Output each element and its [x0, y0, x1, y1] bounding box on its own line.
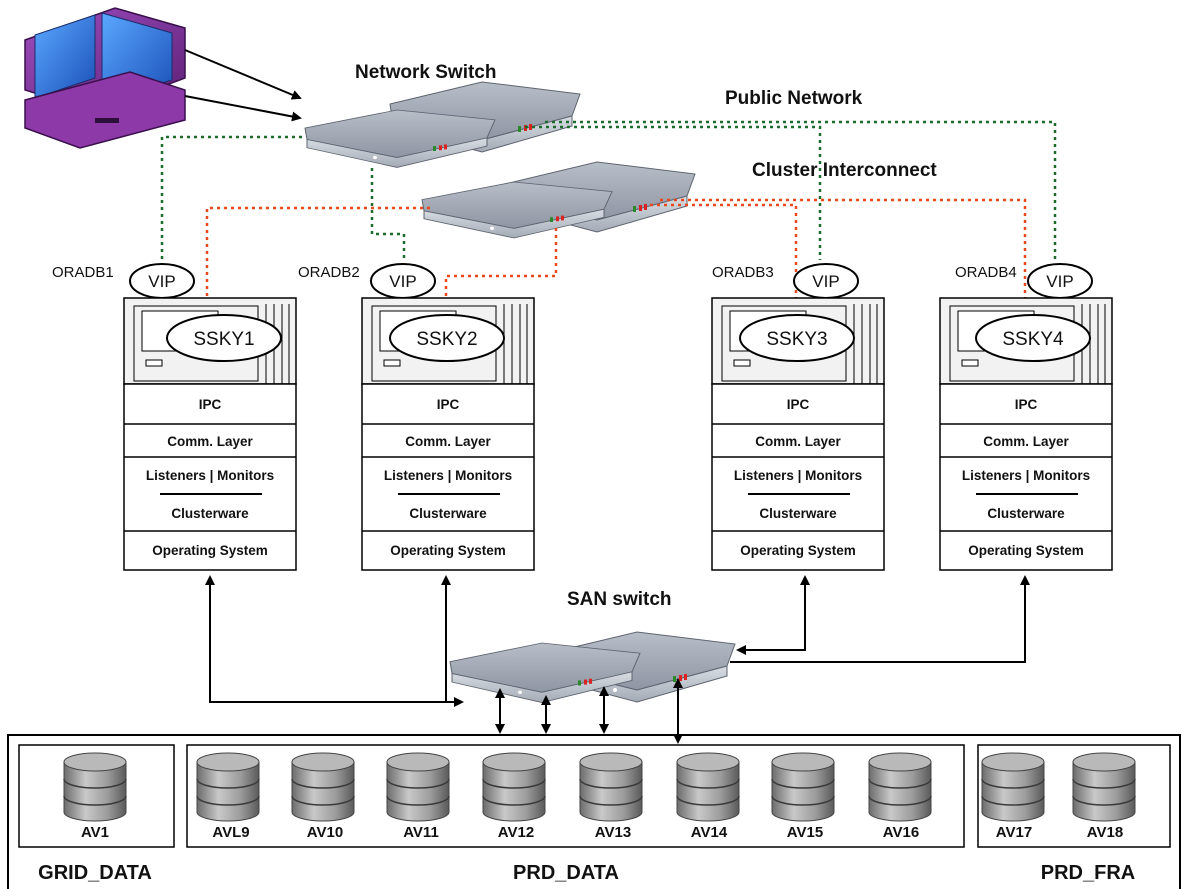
disk-icon [196, 752, 260, 822]
layer-comm: Comm. Layer [755, 434, 841, 449]
disk-label: AVL9 [212, 824, 249, 841]
disk-label: AV11 [403, 824, 439, 841]
node-stack [939, 383, 1113, 571]
workstation-link-2 [184, 95, 302, 122]
disk-label: AV10 [307, 824, 343, 841]
host-badge [389, 314, 505, 362]
vip-label: VIP [148, 272, 175, 291]
disk-label: AV13 [595, 824, 631, 841]
layer-clusterware: Clusterware [987, 506, 1065, 521]
layer-ipc: IPC [199, 397, 222, 412]
layer-listeners: Listeners | Monitors [734, 468, 862, 483]
disk-icon [63, 752, 127, 822]
disk-icon [386, 752, 450, 822]
layer-ipc: IPC [437, 397, 460, 412]
host-label: SSKY3 [766, 329, 827, 350]
disk-label: AV15 [787, 824, 823, 841]
layer-comm: Comm. Layer [167, 434, 253, 449]
interconnect-lines [205, 198, 1027, 298]
host-badge [739, 314, 855, 362]
cluster-interconnect-label: Cluster Interconnect [752, 160, 937, 181]
cluster-node-4: ORADB4 VIP SSKY4 IPC Comm. Layer Listene… [939, 263, 1113, 571]
disk-icon [868, 752, 932, 822]
node-db-label: ORADB3 [712, 264, 774, 281]
layer-listeners: Listeners | Monitors [384, 468, 512, 483]
storage-group-prd-fra: AV17 AV18 PRD_FRA [977, 744, 1171, 884]
layer-clusterware: Clusterware [171, 506, 249, 521]
layer-clusterware: Clusterware [759, 506, 837, 521]
disk-label: AV1 [81, 824, 109, 841]
vip-label: VIP [812, 272, 839, 291]
layer-comm: Comm. Layer [405, 434, 491, 449]
disk-icon [771, 752, 835, 822]
layer-os: Operating System [740, 543, 856, 558]
node-stack [123, 383, 297, 571]
layer-clusterware: Clusterware [409, 506, 487, 521]
layer-os: Operating System [390, 543, 506, 558]
host-label: SSKY2 [416, 329, 477, 350]
cluster-node-1: ORADB1 VIP SSKY1 IPC Comm. Layer Listene… [52, 263, 297, 571]
workstation-icon [24, 7, 186, 149]
layer-ipc: IPC [787, 397, 810, 412]
storage-group-prd-data: AVL9 AV10 AV11 AV12 AV13 AV14 AV15 AV16 … [186, 744, 965, 884]
disk-label: AV17 [996, 824, 1032, 841]
disk-label: AV18 [1087, 824, 1123, 841]
layer-ipc: IPC [1015, 397, 1038, 412]
layer-comm: Comm. Layer [983, 434, 1069, 449]
node-stack [361, 383, 535, 571]
node-db-label: ORADB2 [298, 264, 360, 281]
layer-listeners: Listeners | Monitors [962, 468, 1090, 483]
network-switch-icon [304, 81, 581, 168]
layer-os: Operating System [968, 543, 1084, 558]
node-db-label: ORADB4 [955, 264, 1017, 281]
storage-group-label: PRD_DATA [513, 862, 619, 884]
san-switch-label: SAN switch [567, 589, 672, 610]
disk-icon [579, 752, 643, 822]
disk-label: AV12 [498, 824, 534, 841]
layer-os: Operating System [152, 543, 268, 558]
node-stack [711, 383, 885, 571]
storage-enclosure [7, 734, 1181, 889]
vip-label: VIP [389, 272, 416, 291]
public-network-lines [160, 120, 1057, 260]
storage-group-grid-data: AV1 GRID_DATA [18, 744, 175, 884]
cluster-node-2: ORADB2 VIP SSKY2 IPC Comm. Layer Listene… [298, 263, 535, 571]
workstation-link-1 [184, 49, 302, 100]
disk-label: AV16 [883, 824, 919, 841]
storage-group-label: GRID_DATA [38, 862, 152, 884]
disk-label: AV14 [691, 824, 728, 841]
host-badge [166, 314, 282, 362]
disk-icon [981, 752, 1045, 822]
vip-label: VIP [1046, 272, 1073, 291]
disk-icon [291, 752, 355, 822]
disk-icon [676, 752, 740, 822]
node-db-label: ORADB1 [52, 264, 114, 281]
san-switch-icon [449, 631, 736, 703]
network-switch-label: Network Switch [355, 62, 496, 83]
storage-group-label: PRD_FRA [1041, 862, 1135, 884]
host-label: SSKY1 [193, 329, 254, 350]
public-network-label: Public Network [725, 88, 863, 109]
host-badge [975, 314, 1091, 362]
disk-icon [482, 752, 546, 822]
layer-listeners: Listeners | Monitors [146, 468, 274, 483]
host-label: SSKY4 [1002, 329, 1064, 350]
interconnect-switch-icon [421, 161, 696, 239]
disk-icon [1072, 752, 1136, 822]
cluster-node-3: ORADB3 VIP SSKY3 IPC Comm. Layer Listene… [711, 263, 885, 571]
san-links [205, 575, 1030, 744]
